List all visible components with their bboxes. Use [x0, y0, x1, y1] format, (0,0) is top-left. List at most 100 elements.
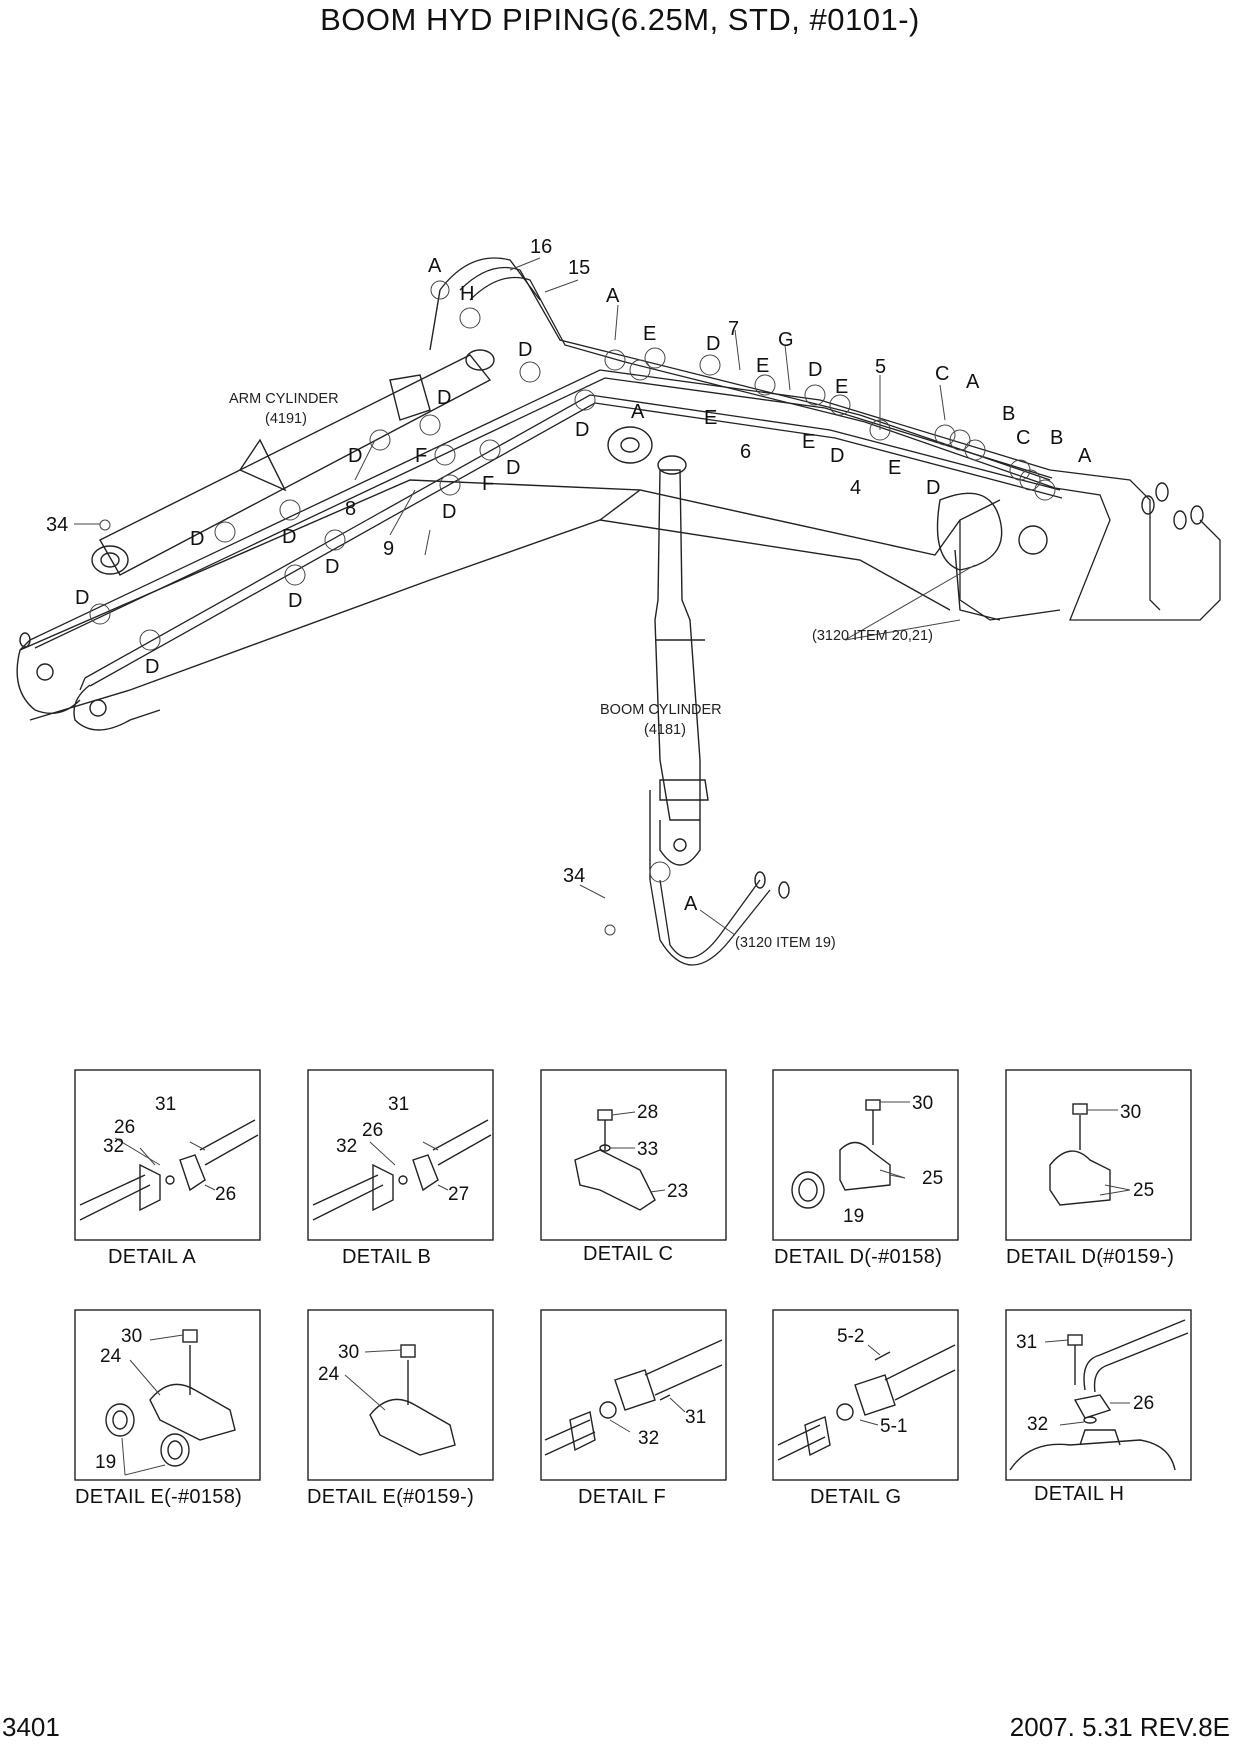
detail-d-late: 30 25 — [1005, 1069, 1192, 1241]
svg-text:33: 33 — [637, 1139, 658, 1160]
svg-text:32: 32 — [638, 1428, 659, 1449]
detail-a-caption: DETAIL A — [108, 1246, 196, 1268]
note-ref-20-21: (3120 ITEM 20,21) — [812, 628, 933, 644]
svg-text:31: 31 — [685, 1407, 706, 1428]
svg-text:32: 32 — [336, 1136, 357, 1157]
svg-text:19: 19 — [843, 1206, 864, 1227]
svg-text:27: 27 — [448, 1184, 469, 1205]
label-a: A — [428, 255, 442, 277]
note-ref-19: (3120 ITEM 19) — [735, 935, 836, 951]
label-e: E — [835, 376, 848, 398]
label-a: A — [684, 893, 698, 915]
svg-text:31: 31 — [155, 1094, 176, 1115]
label-a: A — [966, 371, 980, 393]
label-4: 4 — [850, 477, 861, 499]
svg-text:32: 32 — [1027, 1414, 1048, 1435]
detail-c-caption: DETAIL C — [583, 1243, 673, 1265]
note-boom-cylinder: BOOM CYLINDER — [600, 702, 722, 718]
page-number: 3401 — [2, 1712, 60, 1742]
detail-d-early-caption: DETAIL D(-#0158) — [774, 1246, 942, 1268]
detail-h: 31 26 32 — [1005, 1309, 1192, 1481]
arm-cylinder — [91, 289, 495, 576]
label-d: D — [706, 333, 720, 355]
label-c: C — [1016, 427, 1030, 449]
svg-text:5-2: 5-2 — [837, 1326, 864, 1347]
label-b: B — [1050, 427, 1063, 449]
detail-e-early: 30 24 19 — [74, 1309, 261, 1481]
leader-lines — [74, 257, 976, 936]
svg-text:5-1: 5-1 — [880, 1416, 907, 1437]
pipe-flanges — [19, 482, 1204, 899]
label-e: E — [643, 323, 656, 345]
label-16: 16 — [530, 236, 552, 258]
svg-text:26: 26 — [215, 1184, 236, 1205]
svg-text:31: 31 — [1016, 1332, 1037, 1353]
label-d: D — [926, 477, 940, 499]
label-e: E — [704, 407, 717, 429]
label-d: D — [437, 387, 451, 409]
svg-text:31: 31 — [388, 1094, 409, 1115]
svg-text:24: 24 — [100, 1346, 122, 1367]
detail-f-caption: DETAIL F — [578, 1486, 666, 1508]
svg-text:28: 28 — [637, 1102, 658, 1123]
label-f: F — [482, 473, 494, 495]
label-h: H — [460, 283, 474, 305]
label-d: D — [830, 445, 844, 467]
detail-g-caption: DETAIL G — [810, 1486, 901, 1508]
detail-a: 31 26 32 26 — [74, 1069, 261, 1241]
svg-text:23: 23 — [667, 1181, 688, 1202]
label-a: A — [606, 285, 620, 307]
detail-d-late-caption: DETAIL D(#0159-) — [1006, 1246, 1174, 1268]
svg-text:24: 24 — [318, 1364, 340, 1385]
label-d: D — [575, 419, 589, 441]
label-d: D — [75, 587, 89, 609]
label-c: C — [935, 363, 949, 385]
svg-text:30: 30 — [121, 1326, 142, 1347]
label-d: D — [190, 528, 204, 550]
detail-e-late-caption: DETAIL E(#0159-) — [307, 1486, 474, 1508]
label-d: D — [325, 556, 339, 578]
label-d: D — [506, 457, 520, 479]
label-d: D — [442, 501, 456, 523]
detail-e-late: 30 24 — [307, 1309, 494, 1481]
label-6: 6 — [740, 441, 751, 463]
svg-text:19: 19 — [95, 1452, 116, 1473]
label-b: B — [1002, 403, 1015, 425]
detail-d-early: 30 25 19 — [772, 1069, 959, 1241]
label-a: A — [631, 401, 645, 423]
label-9: 9 — [383, 538, 394, 560]
svg-text:30: 30 — [338, 1342, 359, 1363]
label-e: E — [756, 355, 769, 377]
label-d: D — [145, 656, 159, 678]
note-arm-cylinder-ref: (4191) — [265, 411, 307, 427]
label-5: 5 — [875, 356, 886, 378]
svg-text:32: 32 — [103, 1136, 124, 1157]
main-labels: 16 15 A H A E D 7 G E D E 5 C A B C B A … — [46, 236, 1092, 915]
label-8: 8 — [345, 498, 356, 520]
boom-cylinder — [649, 455, 709, 880]
label-7: 7 — [728, 318, 739, 340]
detail-f: 32 31 — [540, 1309, 727, 1481]
revision-date: 2007. 5.31 REV.8E — [1009, 1712, 1230, 1742]
svg-text:26: 26 — [1133, 1393, 1154, 1414]
label-d: D — [518, 339, 532, 361]
label-34: 34 — [46, 514, 68, 536]
svg-text:26: 26 — [114, 1117, 135, 1138]
detail-e-early-caption: DETAIL E(-#0158) — [75, 1486, 242, 1508]
svg-text:26: 26 — [362, 1120, 383, 1141]
label-a: A — [1078, 445, 1092, 467]
svg-text:30: 30 — [1120, 1102, 1141, 1123]
boom-pipelines — [19, 257, 1221, 966]
detail-b: 31 26 32 27 — [307, 1069, 494, 1241]
detail-h-caption: DETAIL H — [1034, 1483, 1124, 1505]
label-34: 34 — [563, 865, 585, 887]
note-arm-cylinder: ARM CYLINDER — [229, 391, 339, 407]
svg-text:30: 30 — [912, 1093, 933, 1114]
svg-text:25: 25 — [1133, 1180, 1154, 1201]
label-e: E — [802, 431, 815, 453]
detail-g: 5-2 5-1 — [772, 1309, 959, 1481]
note-boom-cylinder-ref: (4181) — [644, 722, 686, 738]
callout-circles — [89, 280, 1056, 936]
detail-c: 28 33 23 — [540, 1069, 727, 1241]
